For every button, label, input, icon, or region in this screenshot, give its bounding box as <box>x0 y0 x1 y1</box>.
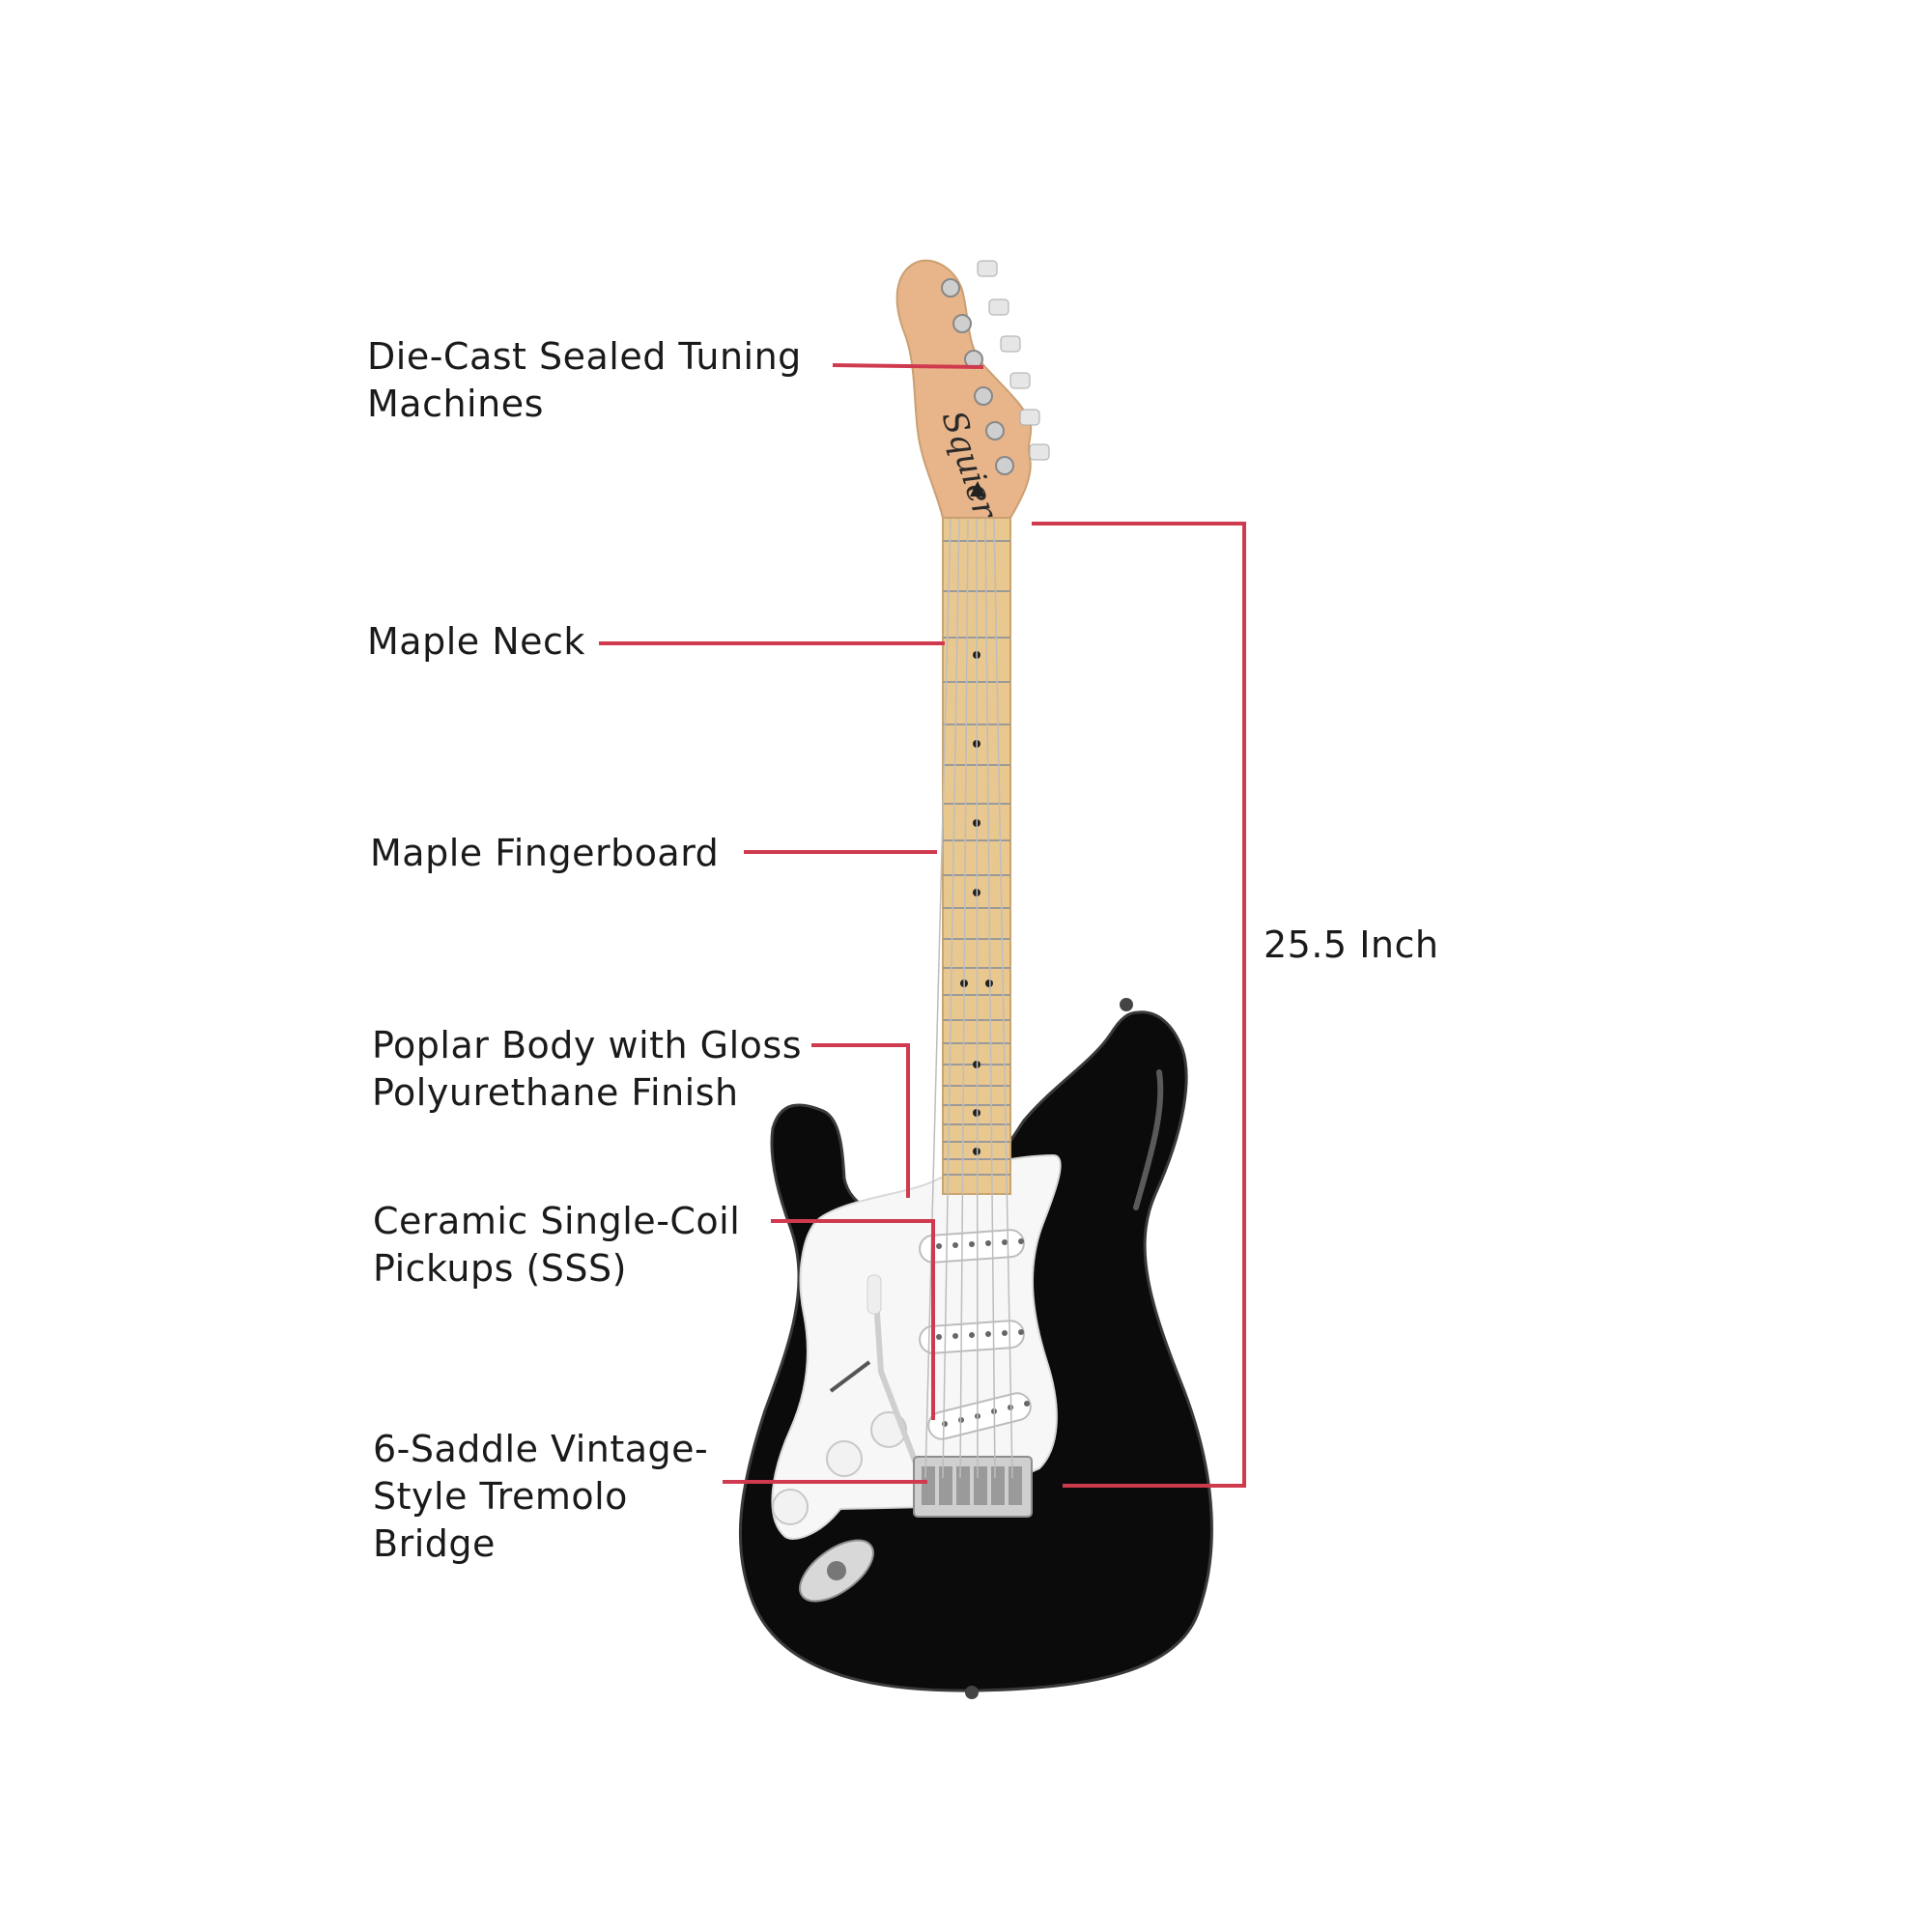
leader-tuners <box>832 363 984 369</box>
strap-button-top <box>1120 998 1133 1011</box>
label-tremolo-bridge-line-2: Style Tremolo <box>373 1475 628 1518</box>
output-jack <box>827 1561 846 1580</box>
tone-knob-1 <box>826 1440 863 1477</box>
label-maple-fingerboard-line-1: Maple Fingerboard <box>370 832 720 874</box>
label-pickups: Ceramic Single-Coil Pickups (SSS) <box>373 1198 740 1293</box>
headstock <box>895 259 1033 519</box>
leader-pickups <box>771 1219 935 1420</box>
label-pickups-line-2: Pickups (SSS) <box>373 1247 627 1290</box>
label-maple-fingerboard: Maple Fingerboard <box>370 830 719 877</box>
body-gloss-highlight <box>1133 1069 1164 1210</box>
tremolo-arm-tip <box>867 1274 882 1315</box>
label-poplar-body: Poplar Body with Gloss Polyurethane Fini… <box>372 1022 802 1117</box>
label-tremolo-bridge-line-3: Bridge <box>373 1522 496 1565</box>
pickup-selector-switch <box>829 1360 871 1393</box>
strap-button-bottom <box>965 1686 979 1699</box>
label-scale-length: 25.5 Inch <box>1264 922 1438 969</box>
truss-rod-nut <box>970 481 985 497</box>
strings <box>924 517 1013 1479</box>
label-pickups-line-1: Ceramic Single-Coil <box>373 1200 741 1242</box>
label-tuning-machines-line-1: Die-Cast Sealed Tuning <box>367 335 802 378</box>
label-tremolo-bridge: 6-Saddle Vintage- Style Tremolo Bridge <box>373 1426 708 1568</box>
label-tuning-machines-line-2: Machines <box>367 383 544 425</box>
label-poplar-body-line-2: Polyurethane Finish <box>372 1071 739 1114</box>
tuning-machines <box>941 260 1050 475</box>
label-poplar-body-line-1: Poplar Body with Gloss <box>372 1024 803 1066</box>
tone-knob-2 <box>772 1489 809 1525</box>
label-maple-neck: Maple Neck <box>367 618 585 666</box>
leader-lines <box>599 363 1246 1488</box>
label-tuning-machines: Die-Cast Sealed Tuning Machines <box>367 333 802 428</box>
leader-body <box>811 1043 910 1198</box>
label-maple-neck-line-1: Maple Neck <box>367 620 585 663</box>
scale-bracket <box>1032 522 1246 1488</box>
label-tremolo-bridge-line-1: 6-Saddle Vintage- <box>373 1428 709 1470</box>
label-scale-length-value: 25.5 Inch <box>1264 923 1439 966</box>
